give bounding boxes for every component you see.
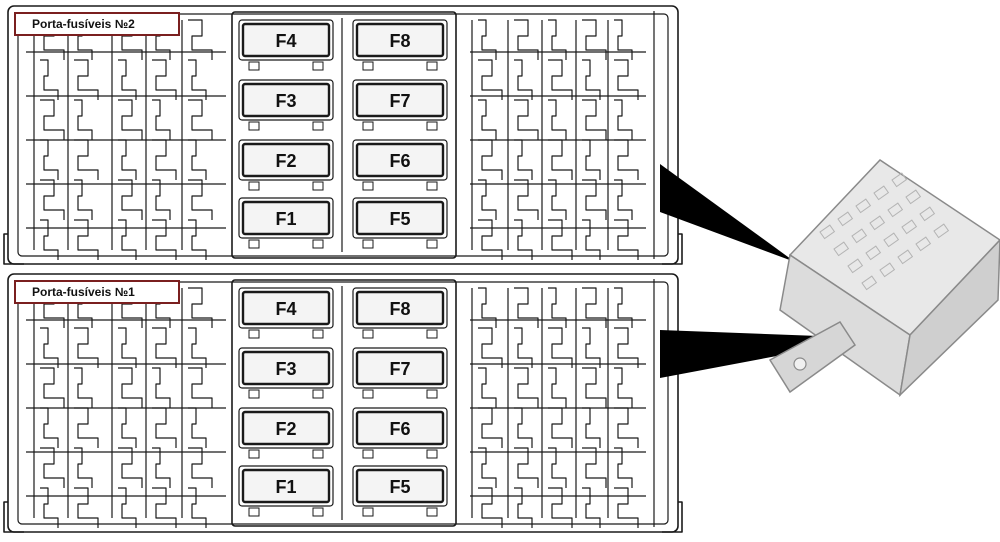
- terminal-column: [188, 19, 213, 260]
- fuse-label: F4: [275, 31, 296, 51]
- fuse-label: F7: [389, 359, 410, 379]
- holder-outline: [7, 273, 679, 533]
- bracket-hole: [793, 357, 807, 371]
- module-slot: [905, 189, 922, 205]
- terminal-column: [74, 287, 99, 528]
- fuse-f6: F6: [352, 139, 448, 191]
- module-bracket: [768, 321, 857, 394]
- fuse-f8: F8: [352, 19, 448, 71]
- fuse-label: F4: [275, 299, 296, 319]
- terminal-column: [40, 19, 65, 260]
- fuse-label: F8: [389, 31, 410, 51]
- fuse-label: F5: [389, 477, 410, 497]
- fuse-holder-2-label: Porta-fusíveis №2: [14, 12, 180, 36]
- fuse-holder-1-label: Porta-fusíveis №1: [14, 280, 180, 304]
- module-slot: [861, 275, 878, 291]
- module-slot: [837, 211, 854, 227]
- fuse-f4: F4: [238, 287, 334, 339]
- fuse-f5: F5: [352, 465, 448, 517]
- module-slot: [887, 202, 904, 218]
- terminal-column: [152, 19, 177, 260]
- fuse-frame: [231, 279, 457, 527]
- module-side-face: [898, 238, 1000, 398]
- terminal-column: [118, 19, 143, 260]
- module-slot: [865, 245, 882, 261]
- terminal-column: [614, 287, 639, 528]
- fuse-f2: F2: [238, 407, 334, 459]
- fuse-f3: F3: [238, 347, 334, 399]
- holder-foot-left: [3, 501, 24, 533]
- terminal-column: [582, 19, 607, 260]
- fuse-f8: F8: [352, 287, 448, 339]
- terminal-column: [74, 19, 99, 260]
- module-slot: [869, 215, 886, 231]
- fuse-label: F8: [389, 299, 410, 319]
- holder-inner-outline: [17, 281, 669, 525]
- module-slot: [873, 185, 890, 201]
- terminal-column: [514, 287, 539, 528]
- module-slot: [901, 219, 918, 235]
- module-slot: [891, 172, 908, 188]
- fuse-label: F2: [275, 419, 296, 439]
- fuse-label: F7: [389, 91, 410, 111]
- module-slot: [847, 258, 864, 274]
- fuse-f1: F1: [238, 197, 334, 249]
- fuse-label: F6: [389, 419, 410, 439]
- fuse-label: F6: [389, 151, 410, 171]
- fuse-label: F5: [389, 209, 410, 229]
- fuse-f5: F5: [352, 197, 448, 249]
- module-slot: [833, 241, 850, 257]
- terminal-column: [40, 287, 65, 528]
- fuse-f7: F7: [352, 347, 448, 399]
- fuse-label: F3: [275, 359, 296, 379]
- module-slot: [855, 198, 872, 214]
- fuse-f7: F7: [352, 79, 448, 131]
- module-slot: [851, 228, 868, 244]
- fuse-f3: F3: [238, 79, 334, 131]
- module-slot: [883, 232, 900, 248]
- relay-module-illustration: [768, 159, 1000, 398]
- terminal-column: [152, 287, 177, 528]
- module-slot: [933, 223, 950, 239]
- fuse-label: F1: [275, 477, 296, 497]
- fuse-f4: F4: [238, 19, 334, 71]
- terminal-column: [478, 287, 503, 528]
- terminal-column: [514, 19, 539, 260]
- terminal-column: [118, 287, 143, 528]
- fuse-label: F3: [275, 91, 296, 111]
- holder-foot-right: [662, 501, 683, 533]
- module-slot: [819, 224, 836, 240]
- fuse-f2: F2: [238, 139, 334, 191]
- fuse-label: F1: [275, 209, 296, 229]
- terminal-column: [582, 287, 607, 528]
- fuse-label: F2: [275, 151, 296, 171]
- module-slot: [879, 262, 896, 278]
- terminal-column: [614, 19, 639, 260]
- terminal-column: [188, 287, 213, 528]
- pointer-to-holder-2: [660, 164, 795, 262]
- module-slot: [897, 249, 914, 265]
- holder-foot-left: [3, 233, 24, 265]
- fuse-f1: F1: [238, 465, 334, 517]
- terminal-column: [548, 19, 573, 260]
- module-slot: [919, 206, 936, 222]
- holder-inner-outline: [17, 13, 669, 257]
- terminal-column: [548, 287, 573, 528]
- fuse-frame: [231, 11, 457, 259]
- holder-foot-right: [662, 233, 683, 265]
- terminal-column: [478, 19, 503, 260]
- holder-outline: [7, 5, 679, 265]
- fuse-f6: F6: [352, 407, 448, 459]
- module-slot: [915, 236, 932, 252]
